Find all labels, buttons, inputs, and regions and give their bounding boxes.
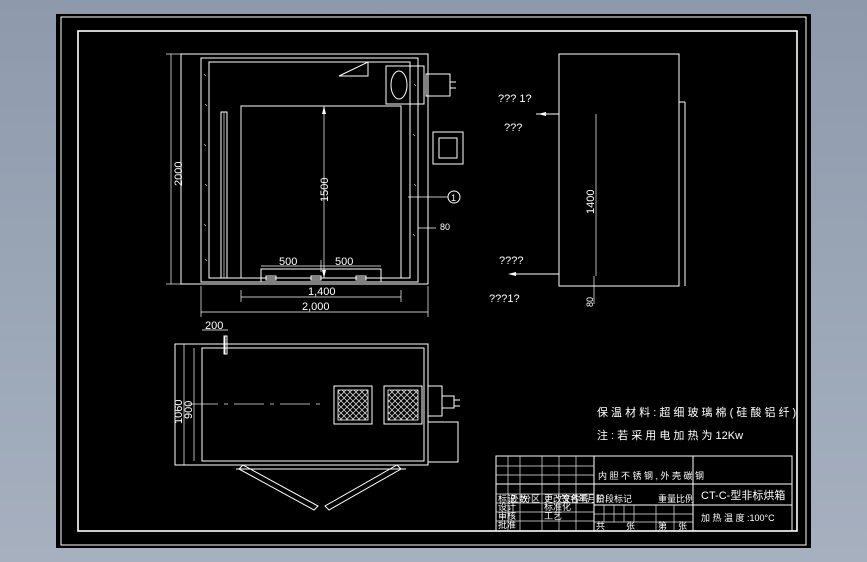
tb-cell-7: 设计 bbox=[498, 501, 516, 512]
dim-80-front: 80 bbox=[440, 222, 450, 232]
top-view: 200 1060 900 bbox=[173, 320, 460, 511]
fan-housing bbox=[385, 65, 425, 105]
door-right bbox=[324, 464, 402, 511]
top-control-box bbox=[427, 421, 459, 463]
outer-border bbox=[60, 16, 807, 546]
drawing-sheet: 1500 2000 500 500 1,400 2,000 bbox=[56, 14, 811, 548]
dim-2000: 2000 bbox=[173, 162, 185, 186]
inner-border bbox=[77, 30, 798, 532]
oven-outer-wall bbox=[180, 53, 429, 285]
control-panel bbox=[438, 137, 458, 159]
note-heating: 注 : 若 采 用 电 加 热 为 12Kw bbox=[597, 428, 743, 442]
tb-cell-2: 处数 bbox=[510, 493, 528, 504]
balloon-1 bbox=[447, 190, 461, 204]
tb-cell-13: 工艺 bbox=[544, 511, 562, 521]
tb-cell-14: 批准 bbox=[498, 519, 516, 530]
side-outline bbox=[558, 53, 680, 287]
tb-cell-15: 共 bbox=[596, 521, 605, 531]
fan-blade bbox=[390, 70, 408, 100]
side-view: ??? 1? ??? ???? ???1? 1400 80 bbox=[489, 53, 686, 307]
note-material: 保 温 材 料 : 超 细 玻 璃 棉 ( 硅 酸 铝 纤 ) bbox=[597, 405, 796, 419]
front-view: 1500 2000 500 500 1,400 2,000 bbox=[166, 53, 464, 317]
oven-insulation-wall bbox=[200, 57, 419, 283]
tb-cell-1: 标记 bbox=[498, 493, 516, 504]
dim-1400-side: 1400 bbox=[585, 190, 597, 214]
title-material: 内 胆 不 锈 钢 , 外 壳 碳 钢 bbox=[598, 470, 704, 481]
drawing-canvas: 1500 2000 500 500 1,400 2,000 bbox=[60, 16, 807, 546]
tb-cell-16: 张 bbox=[626, 521, 635, 531]
oven-inner-liner bbox=[208, 61, 411, 279]
title-main: CT-C-型非标烘箱 bbox=[701, 488, 785, 502]
fan-motor bbox=[425, 73, 451, 97]
tb-cell-12: 审核 bbox=[498, 510, 516, 521]
control-box bbox=[432, 131, 464, 165]
dim-900: 900 bbox=[183, 401, 195, 419]
side-label-1: ??? 1? bbox=[498, 93, 532, 105]
side-label-4: ???1? bbox=[489, 293, 520, 305]
dim-1400: 1,400 bbox=[308, 286, 336, 298]
top-inner bbox=[201, 347, 425, 462]
dim-2000-bottom: 2,000 bbox=[302, 301, 330, 313]
tb-cell-6: 年月日 bbox=[578, 493, 605, 504]
balloon-label: 1 bbox=[451, 193, 456, 203]
dim-500-left: 500 bbox=[279, 256, 297, 268]
tb-cell-17: 第 bbox=[658, 520, 667, 531]
grill-right bbox=[383, 385, 423, 425]
side-label-2: ??? bbox=[504, 122, 522, 134]
tb-cell-5: 签名 bbox=[561, 493, 579, 504]
tb-cell-8: 标准化 bbox=[544, 501, 571, 512]
dim-200: 200 bbox=[205, 320, 223, 332]
title-block: 内 胆 不 锈 钢 , 外 壳 碳 钢 CT-C-型非标烘箱 加 热 温 度 :… bbox=[495, 455, 793, 532]
top-motor bbox=[427, 385, 443, 417]
grill-left bbox=[333, 385, 373, 425]
tb-cell-3: 分区 bbox=[522, 494, 540, 504]
dim-1500: 1500 bbox=[319, 178, 331, 202]
tb-cell-4: 更改文件号 bbox=[544, 493, 589, 504]
dim-500-right: 500 bbox=[335, 256, 353, 268]
tb-cell-9: 阶段标记 bbox=[596, 493, 632, 504]
side-label-3: ???? bbox=[499, 255, 523, 267]
dim-1060: 1060 bbox=[173, 400, 185, 424]
tb-cell-11: 比例 bbox=[676, 493, 694, 504]
tb-cell-18: 张 bbox=[678, 521, 687, 531]
title-temp: 加 热 温 度 :100°C bbox=[701, 512, 775, 523]
tb-cell-10: 重量 bbox=[658, 493, 676, 504]
air-deflector bbox=[338, 61, 369, 77]
dim-80-side: 80 bbox=[585, 297, 595, 307]
door-left bbox=[238, 464, 319, 511]
